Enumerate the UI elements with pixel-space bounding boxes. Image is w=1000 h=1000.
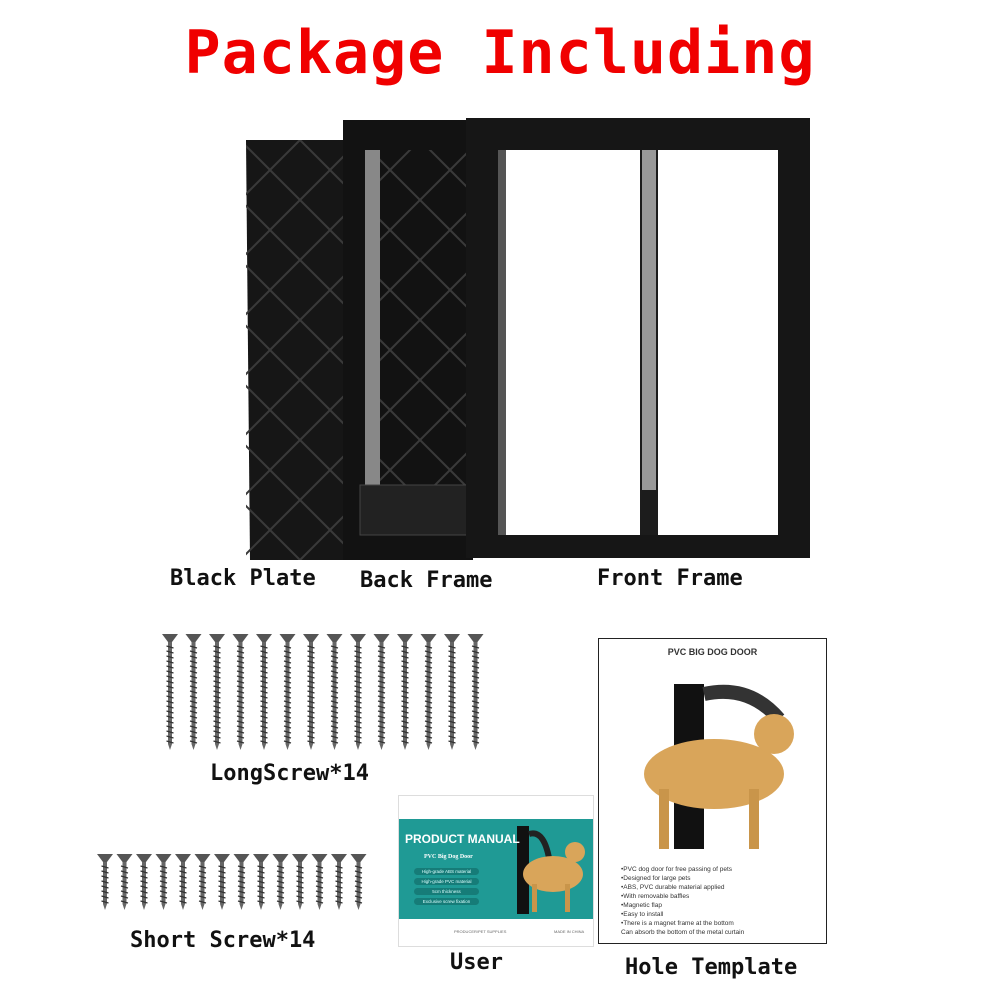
template-bullet: •Magnetic flap [621,902,662,909]
back-frame [343,120,475,560]
screw-icon [373,634,390,750]
screw-icon [116,854,133,910]
screw-icon [175,854,191,910]
screw-icon [162,634,178,750]
label-front-frame: Front Frame [597,566,743,591]
screw-icon [311,854,328,910]
manual-feature: High-grade ABS material [414,868,479,875]
template-bullet: •PVC dog door for free passing of pets [621,866,733,873]
screw-icon [232,634,249,750]
screw-icon [467,634,484,750]
manual-feature: High-grade PVC material [414,878,479,885]
label-short-screw: Short Screw*14 [130,928,316,953]
template-bullet: •Easy to install [621,911,664,918]
screw-icon [350,634,366,750]
screw-icon [97,854,113,910]
template-bullet: •Designed for large pets [621,875,691,882]
screw-icon [194,854,211,910]
template-bullet: •With removable baffles [621,893,690,900]
template-bullet: •There is a magnet frame at the bottom [621,920,734,927]
label-hole-template: Hole Template [625,955,798,980]
screw-icon [331,854,347,910]
screw-icon [136,854,152,910]
label-user: User [450,950,503,975]
screw-icon [209,634,225,750]
dog-door-image [644,684,794,849]
screw-icon [233,854,250,910]
template-title: PVC BIG DOG DOOR [667,647,758,657]
screw-icon [214,854,230,910]
screw-icon [420,634,437,750]
label-long-screw: LongScrew*14 [210,761,369,786]
screw-icon [279,634,296,750]
front-frame [466,118,810,558]
template-bullet: •ABS, PVC durable material applied [621,884,725,891]
screw-icon [292,854,308,910]
screw-icon [253,854,269,910]
manual-title: PRODUCT MANUAL [405,832,520,846]
black-plate [246,140,350,560]
label-black-plate: Black Plate [170,566,316,591]
manual-feature: Exclusive screw fixation [414,898,479,905]
screw-icon [256,634,272,750]
screw-icon [397,634,413,750]
dog-door-image [517,826,585,914]
manual-footer-left: PRODUCER/PET SUPPLIES [454,929,507,934]
screw-icon [185,634,202,750]
label-back-frame: Back Frame [360,568,493,593]
screw-icon [155,854,172,910]
manual-feature: 5cm thickness [414,888,479,895]
dog-door-parts-illustration [246,118,810,560]
template-bullet: Can absorb the bottom of the metal curta… [621,929,745,936]
manual-footer-right: MADE IN CHINA [554,929,585,934]
page-title: Package Including [184,18,816,88]
screw-icon [326,634,343,750]
hole-template: PVC BIG DOG DOOR •PVC dog door for free … [598,638,827,944]
screw-icon [303,634,319,750]
long-screws [162,634,484,750]
screw-icon [444,634,460,750]
screw-icon [272,854,289,910]
short-screws [97,854,367,910]
screw-icon [350,854,367,910]
user-manual: PRODUCT MANUAL PVC Big Dog Door High-gra… [398,795,594,947]
manual-subtitle: PVC Big Dog Door [424,854,473,860]
